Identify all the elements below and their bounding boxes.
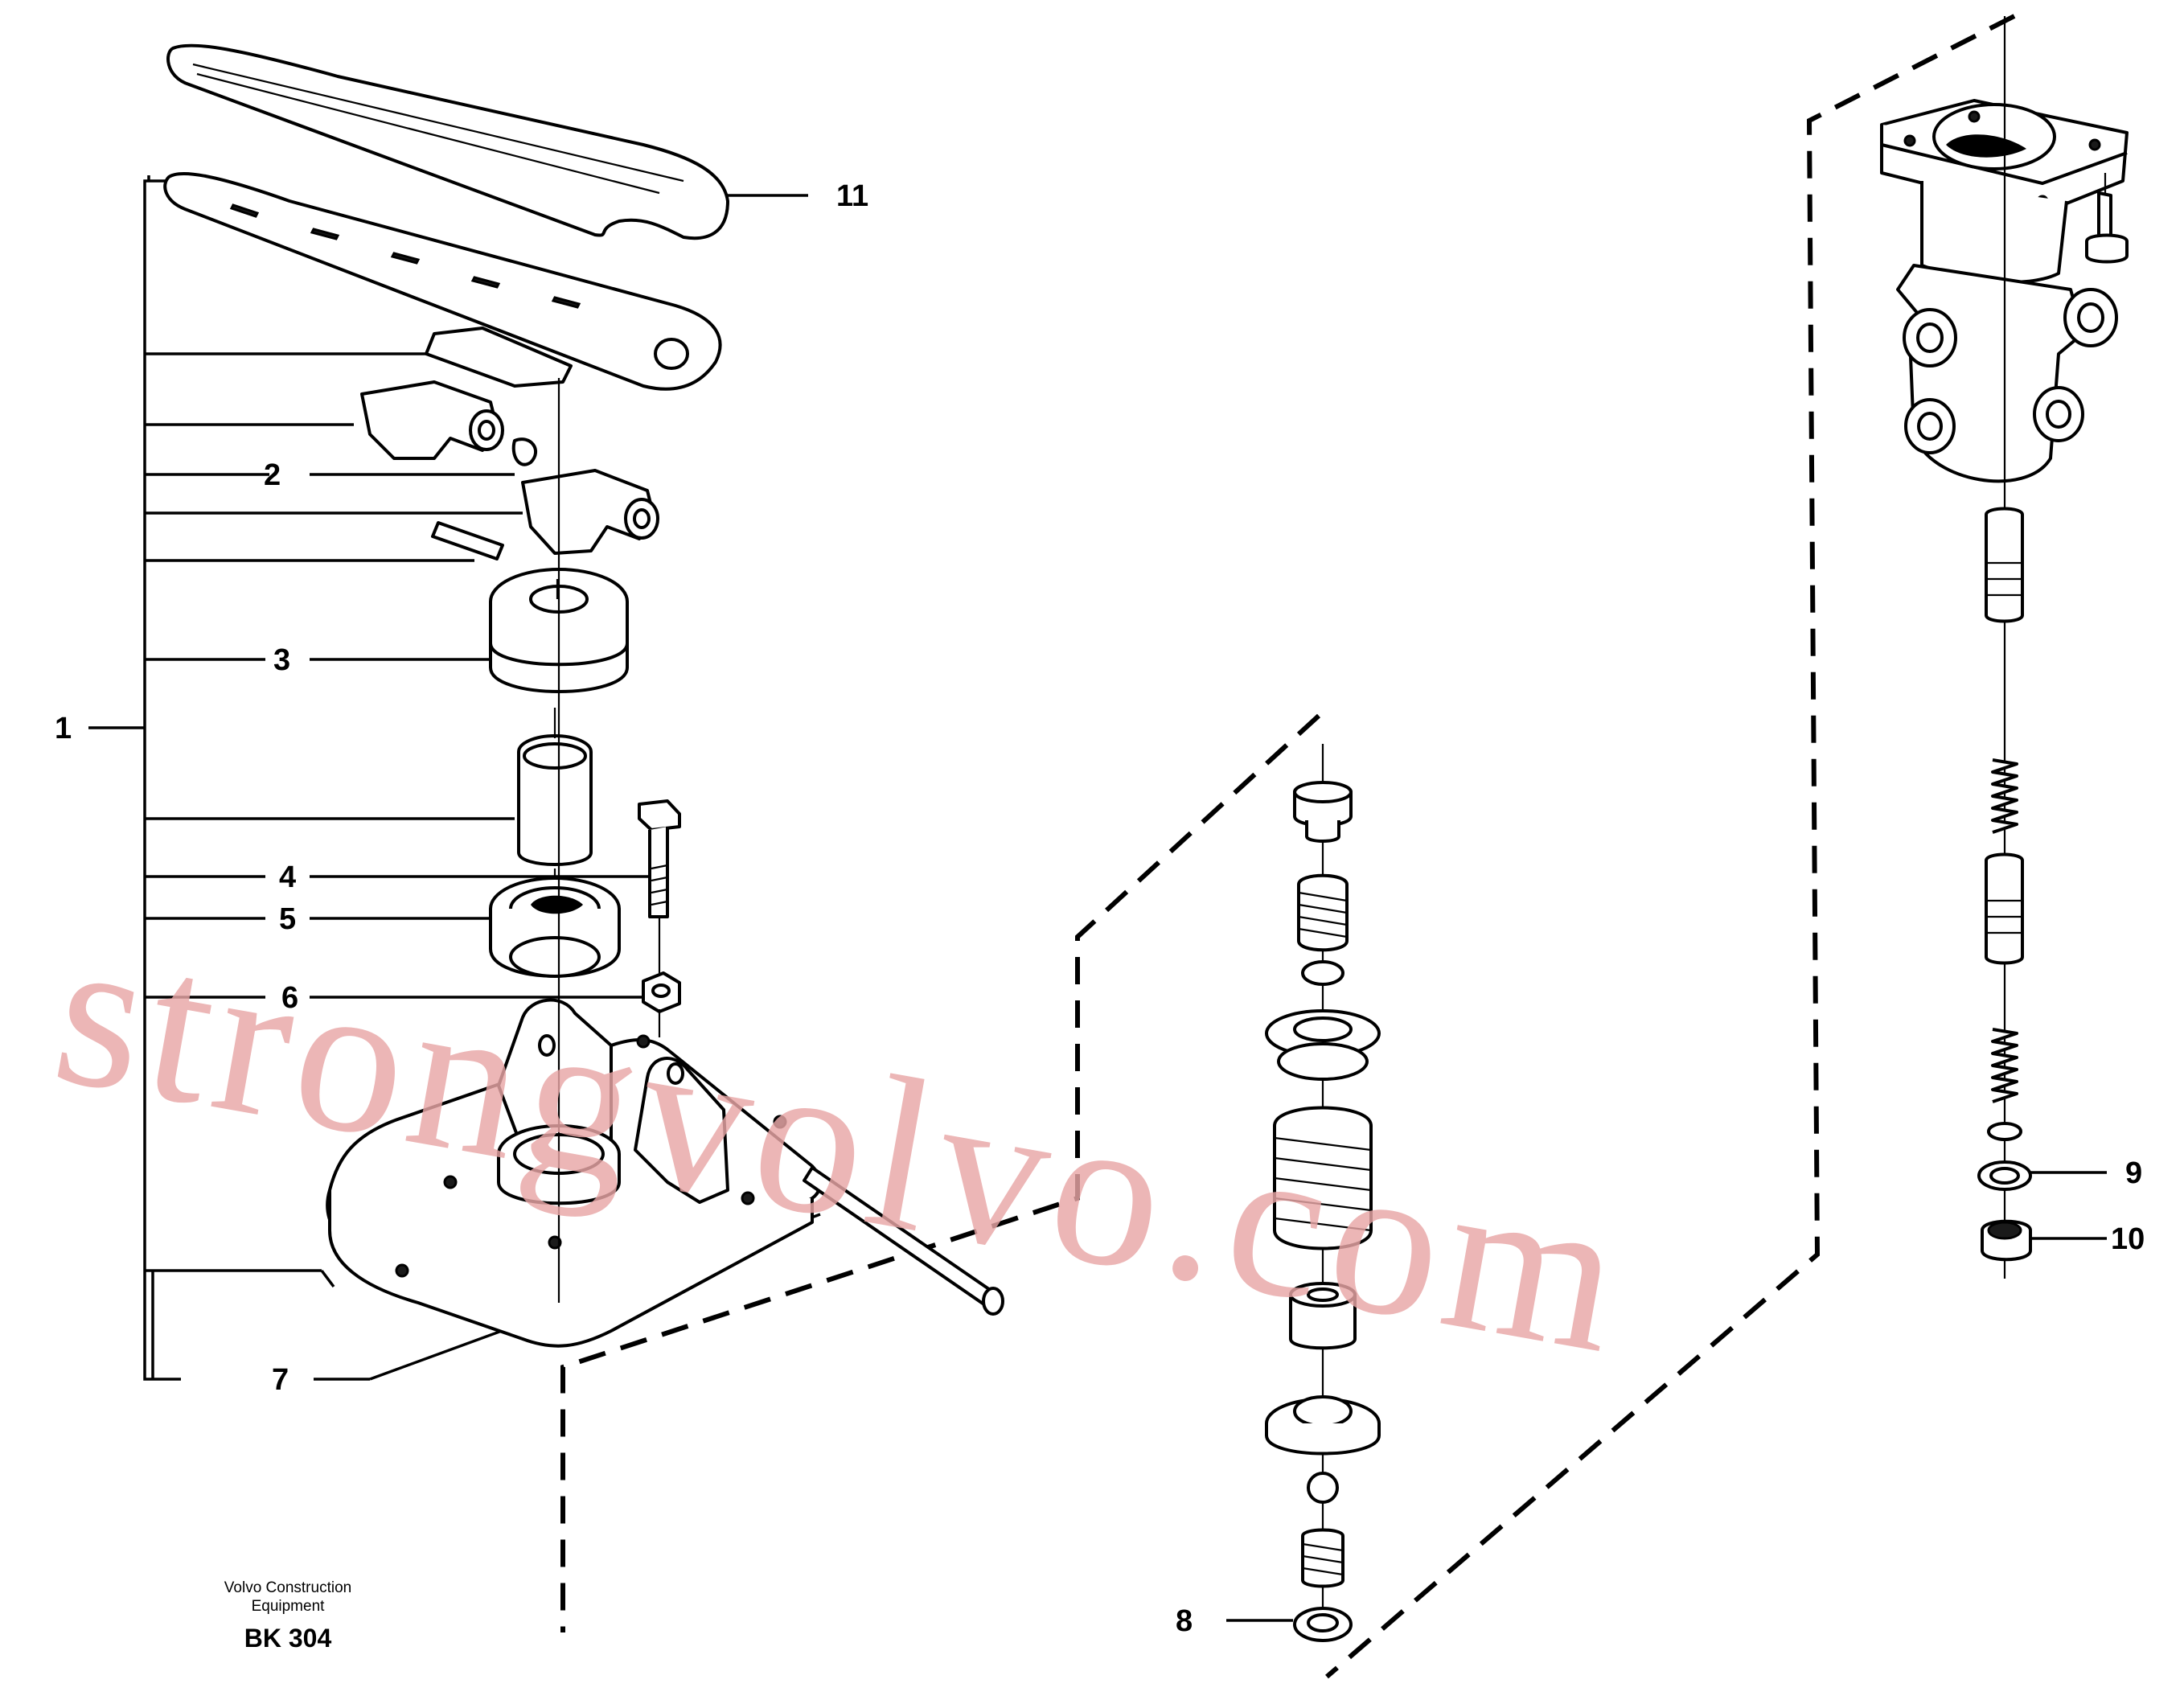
company-line-1: Volvo Construction: [224, 1579, 351, 1596]
valve-stack-part: [1265, 744, 1381, 1642]
hinge-block-lower-part: [521, 469, 659, 555]
pedal-part: [163, 172, 722, 391]
callout-2: 2: [264, 458, 281, 492]
seal-part: [489, 877, 621, 978]
diagram-code: BK 304: [244, 1624, 332, 1653]
cover-plate-part: [425, 326, 573, 388]
callout-5: 5: [279, 902, 296, 936]
callout-8: 8: [1176, 1604, 1193, 1638]
callout-3: 3: [273, 643, 290, 677]
bolt-part: [638, 799, 681, 973]
base-plate-part: [326, 998, 822, 1348]
plunger-part: [517, 708, 593, 885]
hinge-block-upper-part: [360, 380, 537, 466]
callout-6: 6: [281, 981, 298, 1015]
pedal-pad-part: [166, 43, 729, 240]
callout-7: 7: [272, 1363, 289, 1397]
long-pin-part: [803, 1166, 1004, 1316]
pin-part: [431, 521, 504, 561]
company-line-2: Equipment: [252, 1598, 326, 1615]
nut-part: [642, 971, 681, 1013]
left-assembly-boundary: [560, 713, 1321, 1632]
watermark-text: strongvolvo.com: [40, 888, 1644, 1400]
callout-9: 9: [2125, 1156, 2142, 1190]
callout-1: 1: [55, 712, 72, 745]
callout-10: 10: [2111, 1222, 2145, 1256]
callout-4: 4: [279, 860, 296, 894]
right-assembly-boundary: [1325, 14, 2016, 1679]
callout-11: 11: [836, 179, 868, 213]
right-stack-part: [1977, 507, 2032, 1262]
